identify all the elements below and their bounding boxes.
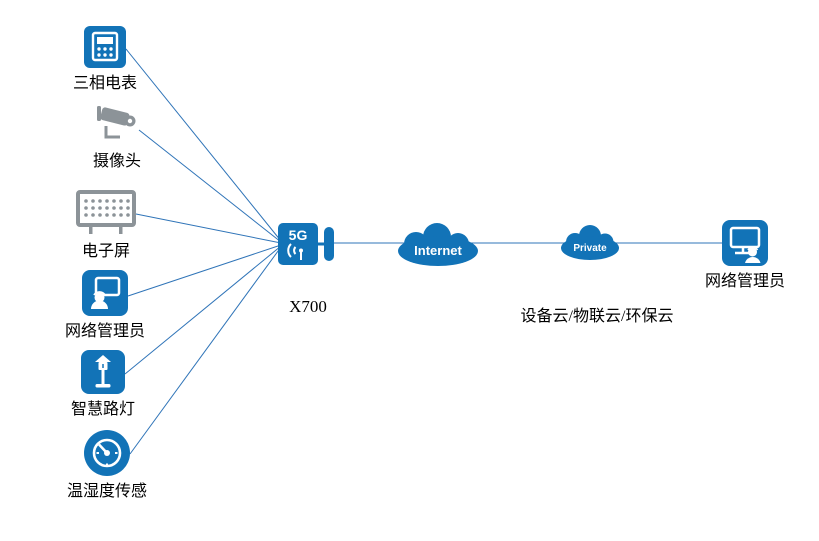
link-admin-router xyxy=(127,244,282,297)
cloud-caption: 设备云/物联云/环保云 xyxy=(520,308,674,325)
smart-streetlight-icon xyxy=(81,350,125,394)
node-temp-humidity-sensor: 温湿度传感 xyxy=(37,430,177,502)
5g-router-icon: 5G xyxy=(278,223,334,265)
led-screen-icon xyxy=(76,190,136,234)
node-network-admin-left: 网络管理员 xyxy=(35,270,175,342)
device-label: 网络管理员 xyxy=(64,323,145,340)
node-camera: 摄像头 xyxy=(47,104,187,172)
node-smart-streetlight: 智慧路灯 xyxy=(33,350,173,420)
node-network-admin-right: 网络管理员 xyxy=(675,220,815,292)
private-cloud-icon: Private xyxy=(561,225,619,260)
node-led-screen: 电子屏 xyxy=(36,190,176,262)
remote-admin-label: 网络管理员 xyxy=(704,273,785,290)
remote-admin-workstation-icon xyxy=(722,220,768,266)
link-meter-router xyxy=(125,48,282,242)
private-cloud-label: Private xyxy=(573,243,607,254)
device-label: 摄像头 xyxy=(92,153,141,170)
internet-cloud-label: Internet xyxy=(414,243,462,258)
three-phase-meter-icon xyxy=(84,26,126,68)
network-admin-workstation-icon xyxy=(82,270,128,316)
link-lamp-router xyxy=(124,245,282,375)
link-sensor-router xyxy=(129,246,282,455)
node-three-phase-meter: 三相电表 xyxy=(35,26,175,94)
5g-badge: 5G xyxy=(289,227,308,243)
router-label: X700 xyxy=(289,297,327,316)
link-camera-router xyxy=(138,129,282,243)
device-label: 电子屏 xyxy=(81,243,130,260)
device-label: 温湿度传感 xyxy=(66,483,147,500)
link-screen-router xyxy=(135,213,282,244)
internet-cloud-icon: Internet xyxy=(398,223,478,266)
device-label: 智慧路灯 xyxy=(70,401,135,418)
device-label: 三相电表 xyxy=(72,75,137,92)
cctv-camera-icon xyxy=(97,106,136,139)
temp-humidity-sensor-icon xyxy=(84,430,130,476)
